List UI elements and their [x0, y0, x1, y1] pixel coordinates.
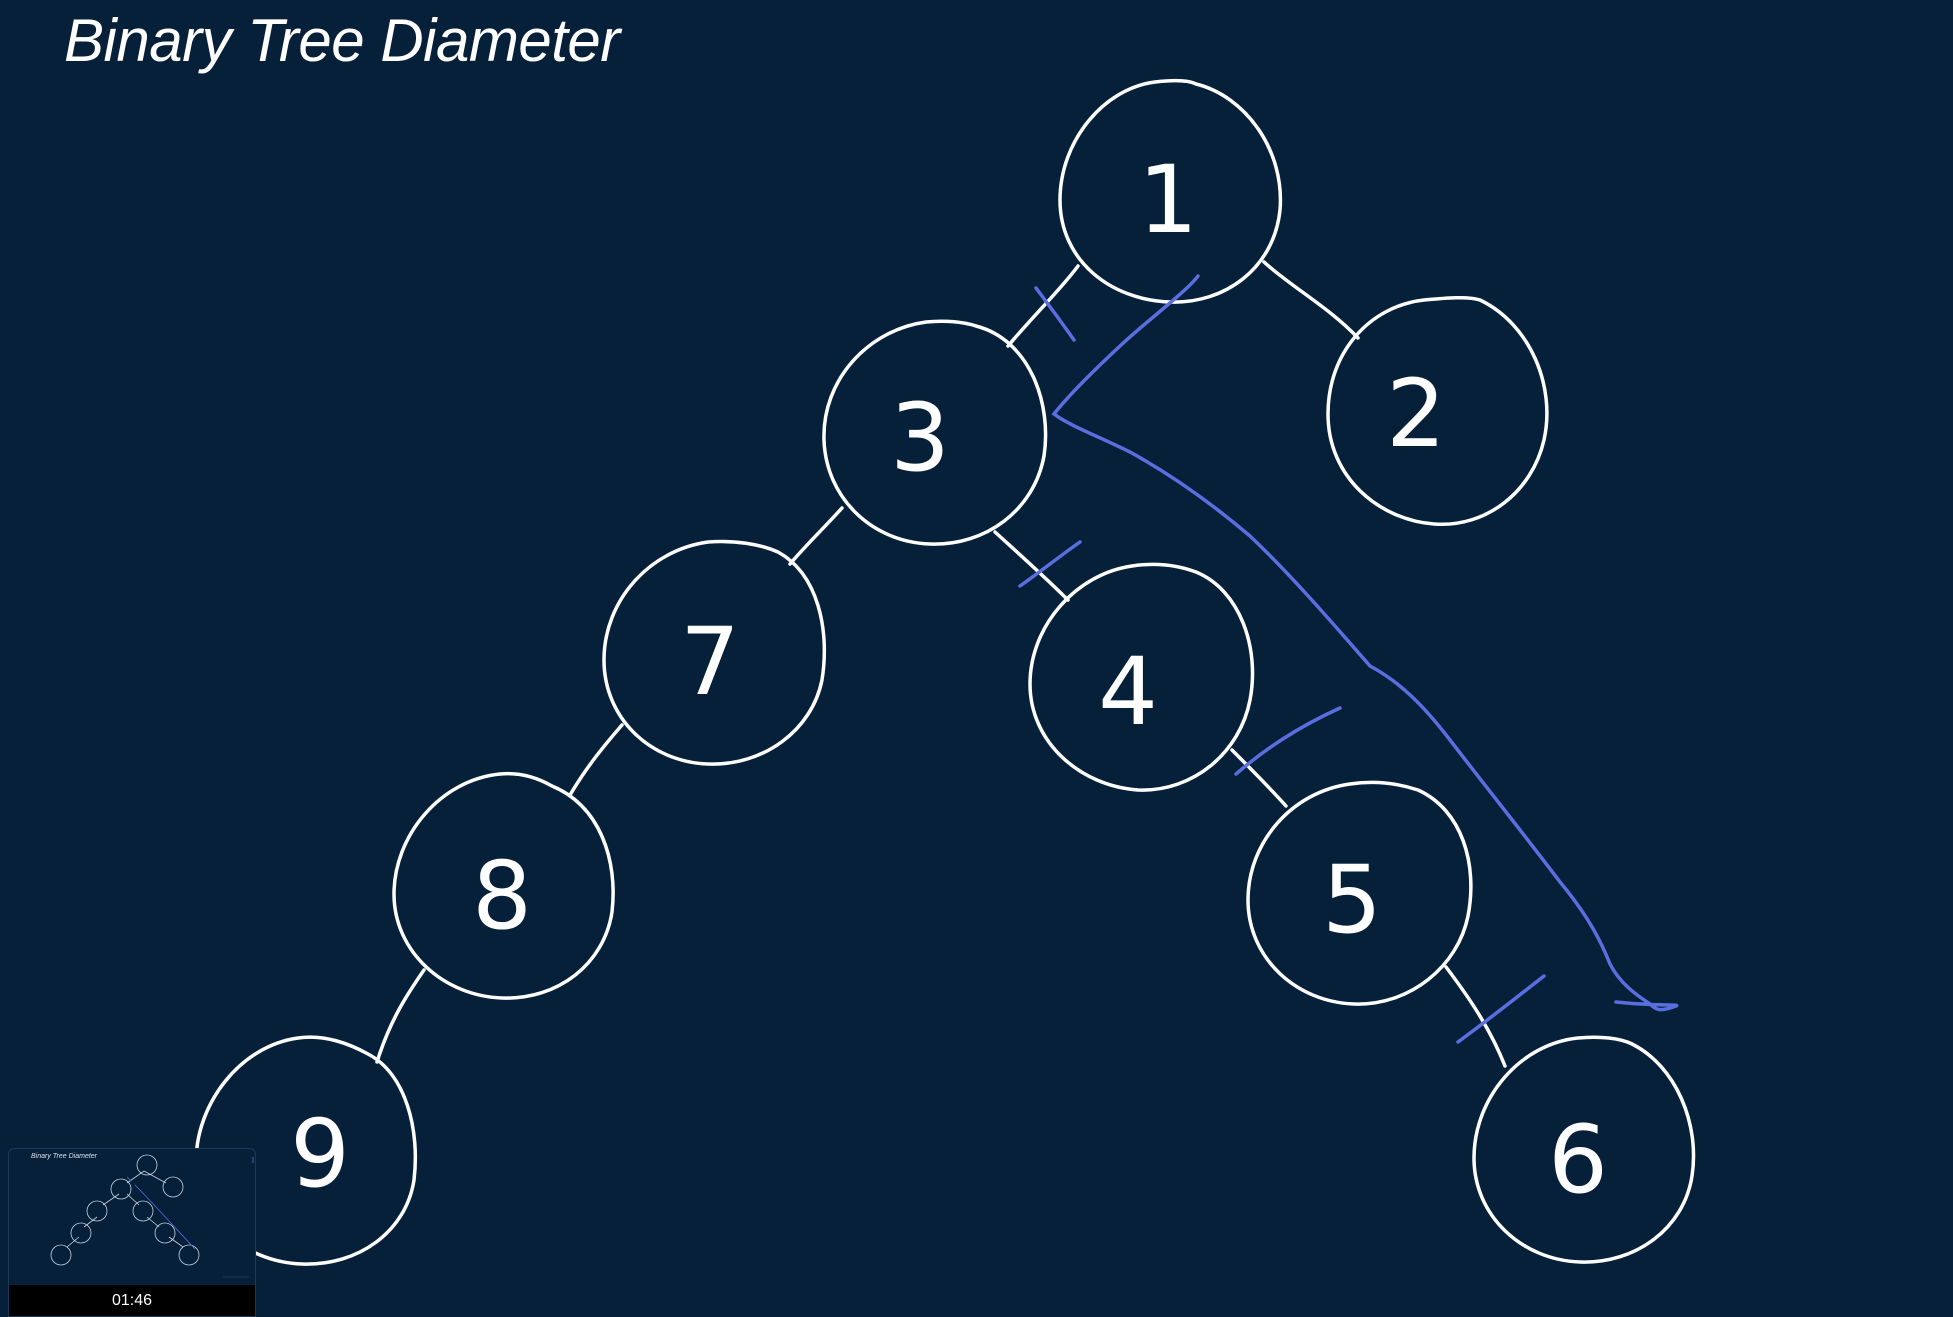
page-title: Binary Tree Diameter	[64, 7, 620, 74]
node-3-label: 3	[890, 384, 950, 493]
annotations	[1018, 274, 1679, 1044]
diameter-bracket	[1051, 274, 1679, 1012]
node-1-label: 1	[1138, 146, 1198, 255]
video-thumbnail[interactable]: Binary Tree Diameter 01:46	[8, 1148, 256, 1317]
edge-3-7	[788, 506, 844, 566]
node-3-circle	[822, 319, 1048, 546]
edge-1-2	[1262, 260, 1360, 340]
node-labels: 1 2 3 4 5 6 7 8 9	[290, 146, 1608, 1215]
thumbnail-title: Binary Tree Diameter	[31, 1153, 98, 1160]
thumbnail-tree	[50, 1154, 200, 1266]
edge-5-6	[1444, 965, 1507, 1068]
node-7-label: 7	[680, 608, 740, 717]
tick-mark-1-3	[1034, 286, 1076, 342]
tick-mark-4-5	[1234, 706, 1342, 776]
node-7-circle	[602, 539, 826, 766]
edge-8-9	[375, 968, 426, 1064]
thumbnail-preview	[50, 1154, 254, 1278]
node-2-circle	[1326, 295, 1549, 526]
node-5-circle	[1246, 780, 1473, 1006]
node-9-label: 9	[290, 1100, 350, 1209]
node-2-label: 2	[1386, 360, 1446, 469]
tick-mark-5-6	[1456, 974, 1546, 1044]
node-4-circle	[1028, 562, 1255, 792]
node-5-label: 5	[1322, 846, 1382, 955]
node-8-label: 8	[472, 842, 532, 951]
tick-mark-3-4	[1018, 540, 1082, 588]
tree-nodes	[194, 78, 1696, 1266]
node-4-label: 4	[1098, 638, 1158, 747]
edge-7-8	[568, 723, 624, 797]
node-6-circle	[1472, 1035, 1696, 1264]
thumbnail-timestamp: 01:46	[9, 1285, 255, 1316]
edge-4-5	[1230, 748, 1288, 808]
edge-1-3	[1006, 264, 1080, 348]
node-6-label: 6	[1548, 1106, 1608, 1215]
thumbnail-annotations	[126, 1157, 254, 1250]
tree-edges	[375, 260, 1507, 1068]
edge-3-4	[993, 530, 1070, 602]
node-8-circle	[392, 771, 615, 1000]
node-1-circle	[1058, 78, 1283, 304]
